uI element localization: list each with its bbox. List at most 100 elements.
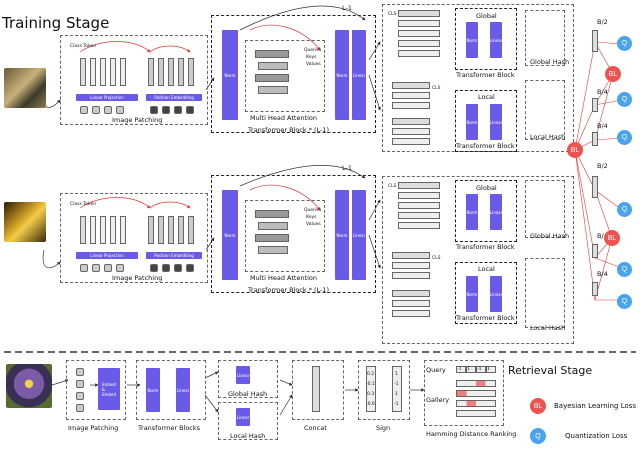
sign-value-3: 0.3: [367, 392, 375, 397]
local-transformer-top: [455, 90, 517, 152]
global-hash-label-top: Global Hash: [530, 58, 570, 66]
sign-box: [358, 360, 410, 420]
hamming-label: Hamming Distance Ranking: [426, 430, 517, 438]
local-transformer-bottom: [455, 262, 517, 324]
bits-bottom-1: B/2: [597, 162, 608, 170]
cls-label-bottom-global: CLS: [388, 184, 397, 189]
bits-top-1: B/2: [597, 18, 608, 26]
norm2-bottom: Norm: [335, 190, 349, 280]
global-hash-top: [525, 10, 565, 66]
bits-bottom-2: B/4: [597, 232, 608, 240]
sign-bit-4: -1: [394, 402, 399, 407]
retrieval-local-hash-label: Local Hash: [230, 432, 266, 440]
q-loss-icon-4: Q: [617, 202, 632, 217]
retrieval-global-hash-box: [218, 360, 278, 398]
hamming-box: [424, 360, 504, 426]
local-hash-label-top: Local Hash: [530, 133, 566, 141]
sign-bit-1: 1: [395, 372, 398, 377]
values-label-top: Values: [306, 62, 321, 67]
butterfly-image: [4, 202, 46, 242]
bird-image-top: [4, 68, 46, 108]
sign-value-1: 0.2: [367, 372, 375, 377]
image-patching-label-bottom: Image Patching: [112, 274, 163, 282]
legend-bl-label: Bayesian Learning Loss: [554, 402, 637, 410]
retrieval-local-hash-box: [218, 402, 278, 440]
q-loss-icon-1: Q: [617, 36, 632, 51]
global-linear-bottom: Linear: [490, 194, 502, 230]
q-loss-icon-3: Q: [617, 130, 632, 145]
global-norm-top: Norm: [466, 22, 478, 58]
bl-loss-icon-1: BL: [605, 66, 621, 82]
concat-box: [292, 360, 344, 420]
flower-image: [6, 364, 52, 408]
mha-label-bottom: Multi Head Attention: [250, 274, 318, 282]
class-token-label-top: Class Token: [70, 44, 97, 49]
global-transformer-bottom: [455, 180, 517, 242]
linear-top: Linear: [352, 30, 366, 120]
global-hash-bottom: [525, 180, 565, 238]
linear-projection-top: Linear Projection: [76, 94, 138, 101]
global-title-bottom: Global: [476, 184, 497, 192]
concat-vector: [312, 366, 320, 412]
sign-value-4: -0.6: [366, 402, 375, 407]
cls-label-bottom-local: CLS: [432, 256, 441, 261]
transformer-label-bottom: Transformer Block * (L-1): [248, 286, 330, 294]
local-hash-top: [525, 80, 565, 140]
bl-loss-icon-2: BL: [567, 142, 583, 158]
retrieval-norm: Norm: [146, 368, 160, 412]
mha-box-top: [245, 40, 325, 112]
sign-input-vector: [366, 366, 376, 412]
global-block-label-bottom: Transformer Block: [456, 243, 515, 251]
cls-label-top-global: CLS: [388, 12, 397, 17]
layer-label-bottom: L-1: [342, 164, 352, 172]
norm2-top: Norm: [335, 30, 349, 120]
retrieval-global-hash-label: Global Hash: [228, 390, 268, 398]
global-block-label-top: Transformer Block: [456, 71, 515, 79]
linear-bottom: Linear: [352, 190, 366, 280]
retrieval-local-linear: Linear: [236, 408, 250, 426]
local-block-label-bottom: Transformer Block: [456, 314, 515, 322]
position-embedding-top: Position Embedding: [146, 94, 202, 101]
local-title-top: Local: [478, 93, 495, 101]
mha-box-bottom: [245, 200, 325, 272]
global-transformer-top: [455, 8, 517, 70]
bits-top-3: B/4: [597, 122, 608, 130]
keys-label-top: Keys: [306, 55, 317, 60]
transformer-block-bottom: [211, 175, 376, 293]
sign-label: Sign: [376, 424, 391, 432]
legend-q-label: Quantization Loss: [565, 432, 628, 440]
bl-loss-icon-3: BL: [604, 230, 620, 246]
cls-label-top-local: CLS: [432, 86, 441, 91]
hash-region-bottom: [382, 176, 574, 344]
q-loss-icon-6: Q: [617, 294, 632, 309]
training-stage-title: Training Stage: [2, 14, 110, 32]
bits-top-2: B/4: [597, 88, 608, 96]
image-patching-label-top: Image Patching: [112, 116, 163, 124]
local-hash-bottom: [525, 258, 565, 328]
local-norm-top: Norm: [466, 104, 478, 140]
q-loss-icon-2: Q: [617, 92, 632, 107]
mha-label-top: Multi Head Attention: [250, 114, 318, 122]
legend-bl-icon: BL: [530, 398, 546, 414]
local-linear-bottom: Linear: [490, 276, 502, 312]
norm-bottom: Norm: [222, 190, 238, 280]
concat-label: Concat: [304, 424, 327, 432]
q-loss-icon-5: Q: [617, 262, 632, 277]
image-patching-box-bottom: [60, 193, 208, 283]
global-linear-top: Linear: [490, 22, 502, 58]
retrieval-patching-box: [66, 360, 126, 420]
sign-value-2: -0.1: [366, 382, 375, 387]
local-title-bottom: Local: [478, 265, 495, 273]
bits-bottom-3: B/4: [597, 270, 608, 278]
global-hash-label-bottom: Global Hash: [530, 232, 570, 240]
keys-label-bottom: Keys: [306, 215, 317, 220]
retrieval-embed: Embed & Embed: [98, 368, 120, 410]
retrieval-transformer-box: [136, 360, 206, 420]
layer-label-top: L-1: [342, 4, 352, 12]
global-norm-bottom: Norm: [466, 194, 478, 230]
global-title-top: Global: [476, 12, 497, 20]
queries-label-top: Queries: [304, 48, 322, 53]
query-label: Query: [426, 366, 446, 374]
gallery-label: Gallery: [426, 396, 450, 404]
